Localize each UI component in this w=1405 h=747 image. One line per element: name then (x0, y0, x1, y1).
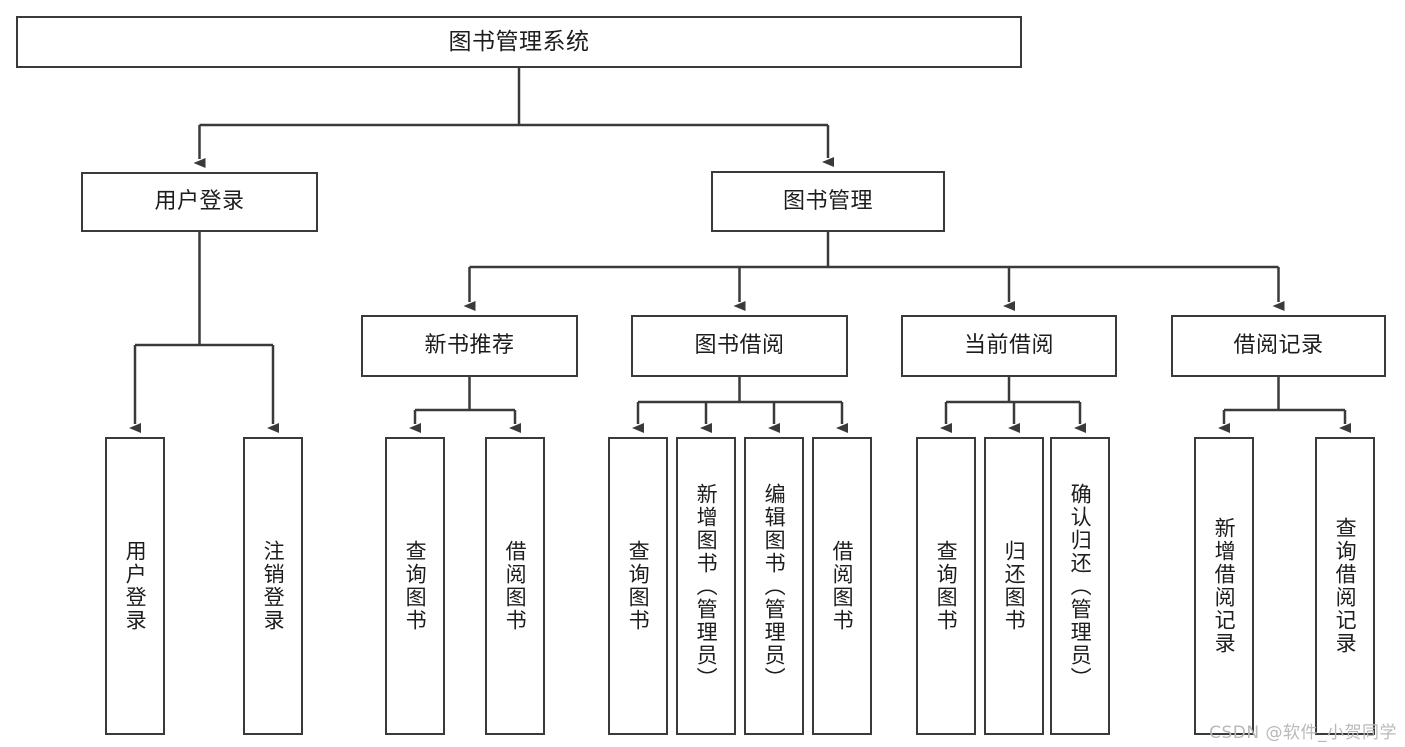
node-login[interactable]: 用户登录 (81, 172, 318, 232)
node-leaf-logout[interactable]: 注销登录 (243, 437, 303, 735)
node-label: 借阅记录 (1233, 333, 1324, 359)
node-label: 注销登录 (261, 540, 286, 632)
node-label: 用户登录 (123, 540, 148, 632)
node-label: 图书管理 (782, 188, 873, 214)
node-leaf-queryrec[interactable]: 查询借阅记录 (1315, 437, 1375, 735)
node-label: 新书推荐 (424, 333, 515, 359)
node-leaf-q2[interactable]: 查询图书 (608, 437, 668, 735)
node-label: 查询图书 (626, 540, 651, 632)
watermark-text: CSDN @软件_小贺同学 (1209, 723, 1397, 743)
node-leaf-addrec[interactable]: 新增借阅记录 (1194, 437, 1254, 735)
node-label: 查询图书 (934, 540, 959, 632)
node-label: 确认归还（管理员） (1068, 482, 1093, 690)
node-current[interactable]: 当前借阅 (901, 315, 1117, 377)
node-bookmgmt[interactable]: 图书管理 (711, 171, 945, 232)
node-records[interactable]: 借阅记录 (1171, 315, 1386, 377)
node-leaf-return[interactable]: 归还图书 (984, 437, 1044, 735)
node-leaf-login[interactable]: 用户登录 (105, 437, 165, 735)
node-label: 新增图书（管理员） (694, 482, 719, 690)
node-newbook[interactable]: 新书推荐 (361, 315, 578, 377)
node-label: 新增借阅记录 (1212, 517, 1237, 655)
node-leaf-add[interactable]: 新增图书（管理员） (676, 437, 736, 735)
node-leaf-edit[interactable]: 编辑图书（管理员） (744, 437, 804, 735)
node-leaf-confirm[interactable]: 确认归还（管理员） (1050, 437, 1110, 735)
node-label: 借阅图书 (830, 540, 855, 632)
node-label: 归还图书 (1002, 540, 1027, 632)
node-label: 借阅图书 (503, 540, 528, 632)
node-label: 查询借阅记录 (1333, 517, 1358, 655)
node-label: 图书借阅 (694, 333, 785, 359)
node-label: 用户登录 (154, 189, 245, 215)
node-leaf-b2[interactable]: 借阅图书 (812, 437, 872, 735)
node-root[interactable]: 图书管理系统 (16, 16, 1022, 68)
node-borrow[interactable]: 图书借阅 (631, 315, 848, 377)
node-leaf-q3[interactable]: 查询图书 (916, 437, 976, 735)
node-label: 编辑图书（管理员） (762, 482, 787, 690)
node-leaf-b1[interactable]: 借阅图书 (485, 437, 545, 735)
node-leaf-q1[interactable]: 查询图书 (385, 437, 445, 735)
node-label: 图书管理系统 (448, 28, 590, 55)
node-label: 当前借阅 (963, 333, 1054, 359)
node-label: 查询图书 (403, 540, 428, 632)
